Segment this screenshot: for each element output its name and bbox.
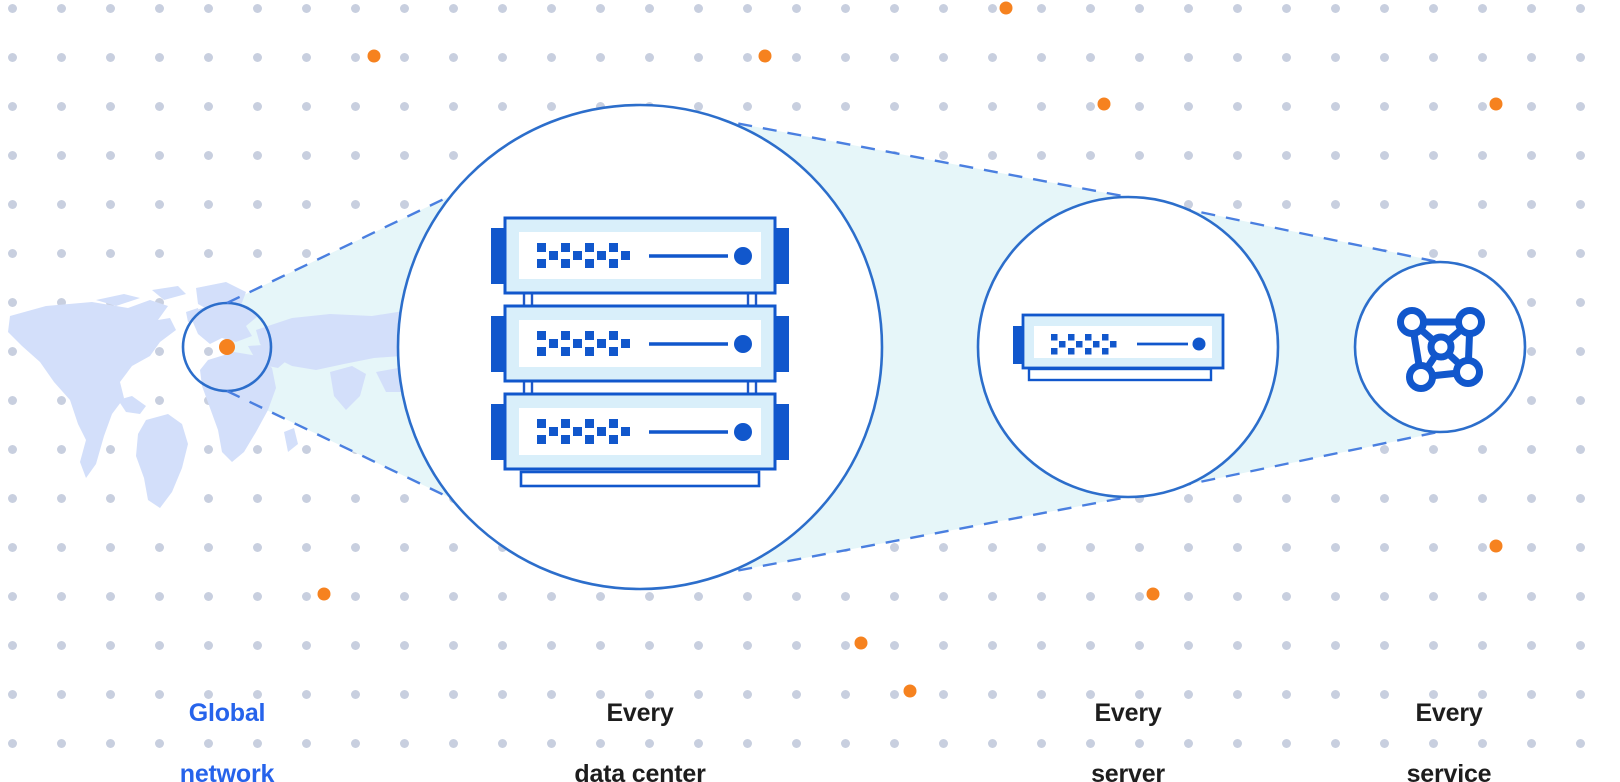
stage-label-line: data center xyxy=(574,759,706,782)
orange-highlight-dot xyxy=(367,49,381,63)
rack-base-plate xyxy=(519,470,761,488)
orange-highlight-dots xyxy=(317,1,1503,698)
stage-label-global-network[interactable]: Global network xyxy=(127,667,327,782)
stage-label-line: service xyxy=(1406,759,1492,782)
stage-label-line: Global xyxy=(188,698,266,727)
stage-label-line: Every xyxy=(1415,698,1483,727)
network-node-dots xyxy=(1397,307,1485,392)
global-network-marker-dot xyxy=(219,339,235,355)
stage-label-line: server xyxy=(1091,759,1165,782)
rack-unit xyxy=(491,216,789,295)
stage-label-every-data-center[interactable]: Every data center xyxy=(490,667,790,782)
server-unit-icon xyxy=(1013,313,1225,382)
stage-label-line: Every xyxy=(1094,698,1162,727)
stage-label-every-server[interactable]: Every server xyxy=(1008,667,1248,782)
orange-highlight-dot xyxy=(1097,97,1111,111)
stage-label-line: Every xyxy=(606,698,674,727)
server-rack-icon xyxy=(491,216,789,488)
stage-label-every-service[interactable]: Every service xyxy=(1329,667,1569,782)
orange-highlight-dot xyxy=(1489,97,1503,111)
orange-highlight-dot xyxy=(758,49,772,63)
orange-highlight-dot xyxy=(999,1,1013,15)
orange-highlight-dot xyxy=(903,684,917,698)
orange-highlight-dot xyxy=(1146,587,1160,601)
rack-unit xyxy=(491,304,789,383)
stage-label-line: network xyxy=(179,759,275,782)
rack-unit xyxy=(491,392,789,471)
orange-highlight-dot xyxy=(1489,539,1503,553)
orange-highlight-dot xyxy=(317,587,331,601)
orange-highlight-dot xyxy=(854,636,868,650)
